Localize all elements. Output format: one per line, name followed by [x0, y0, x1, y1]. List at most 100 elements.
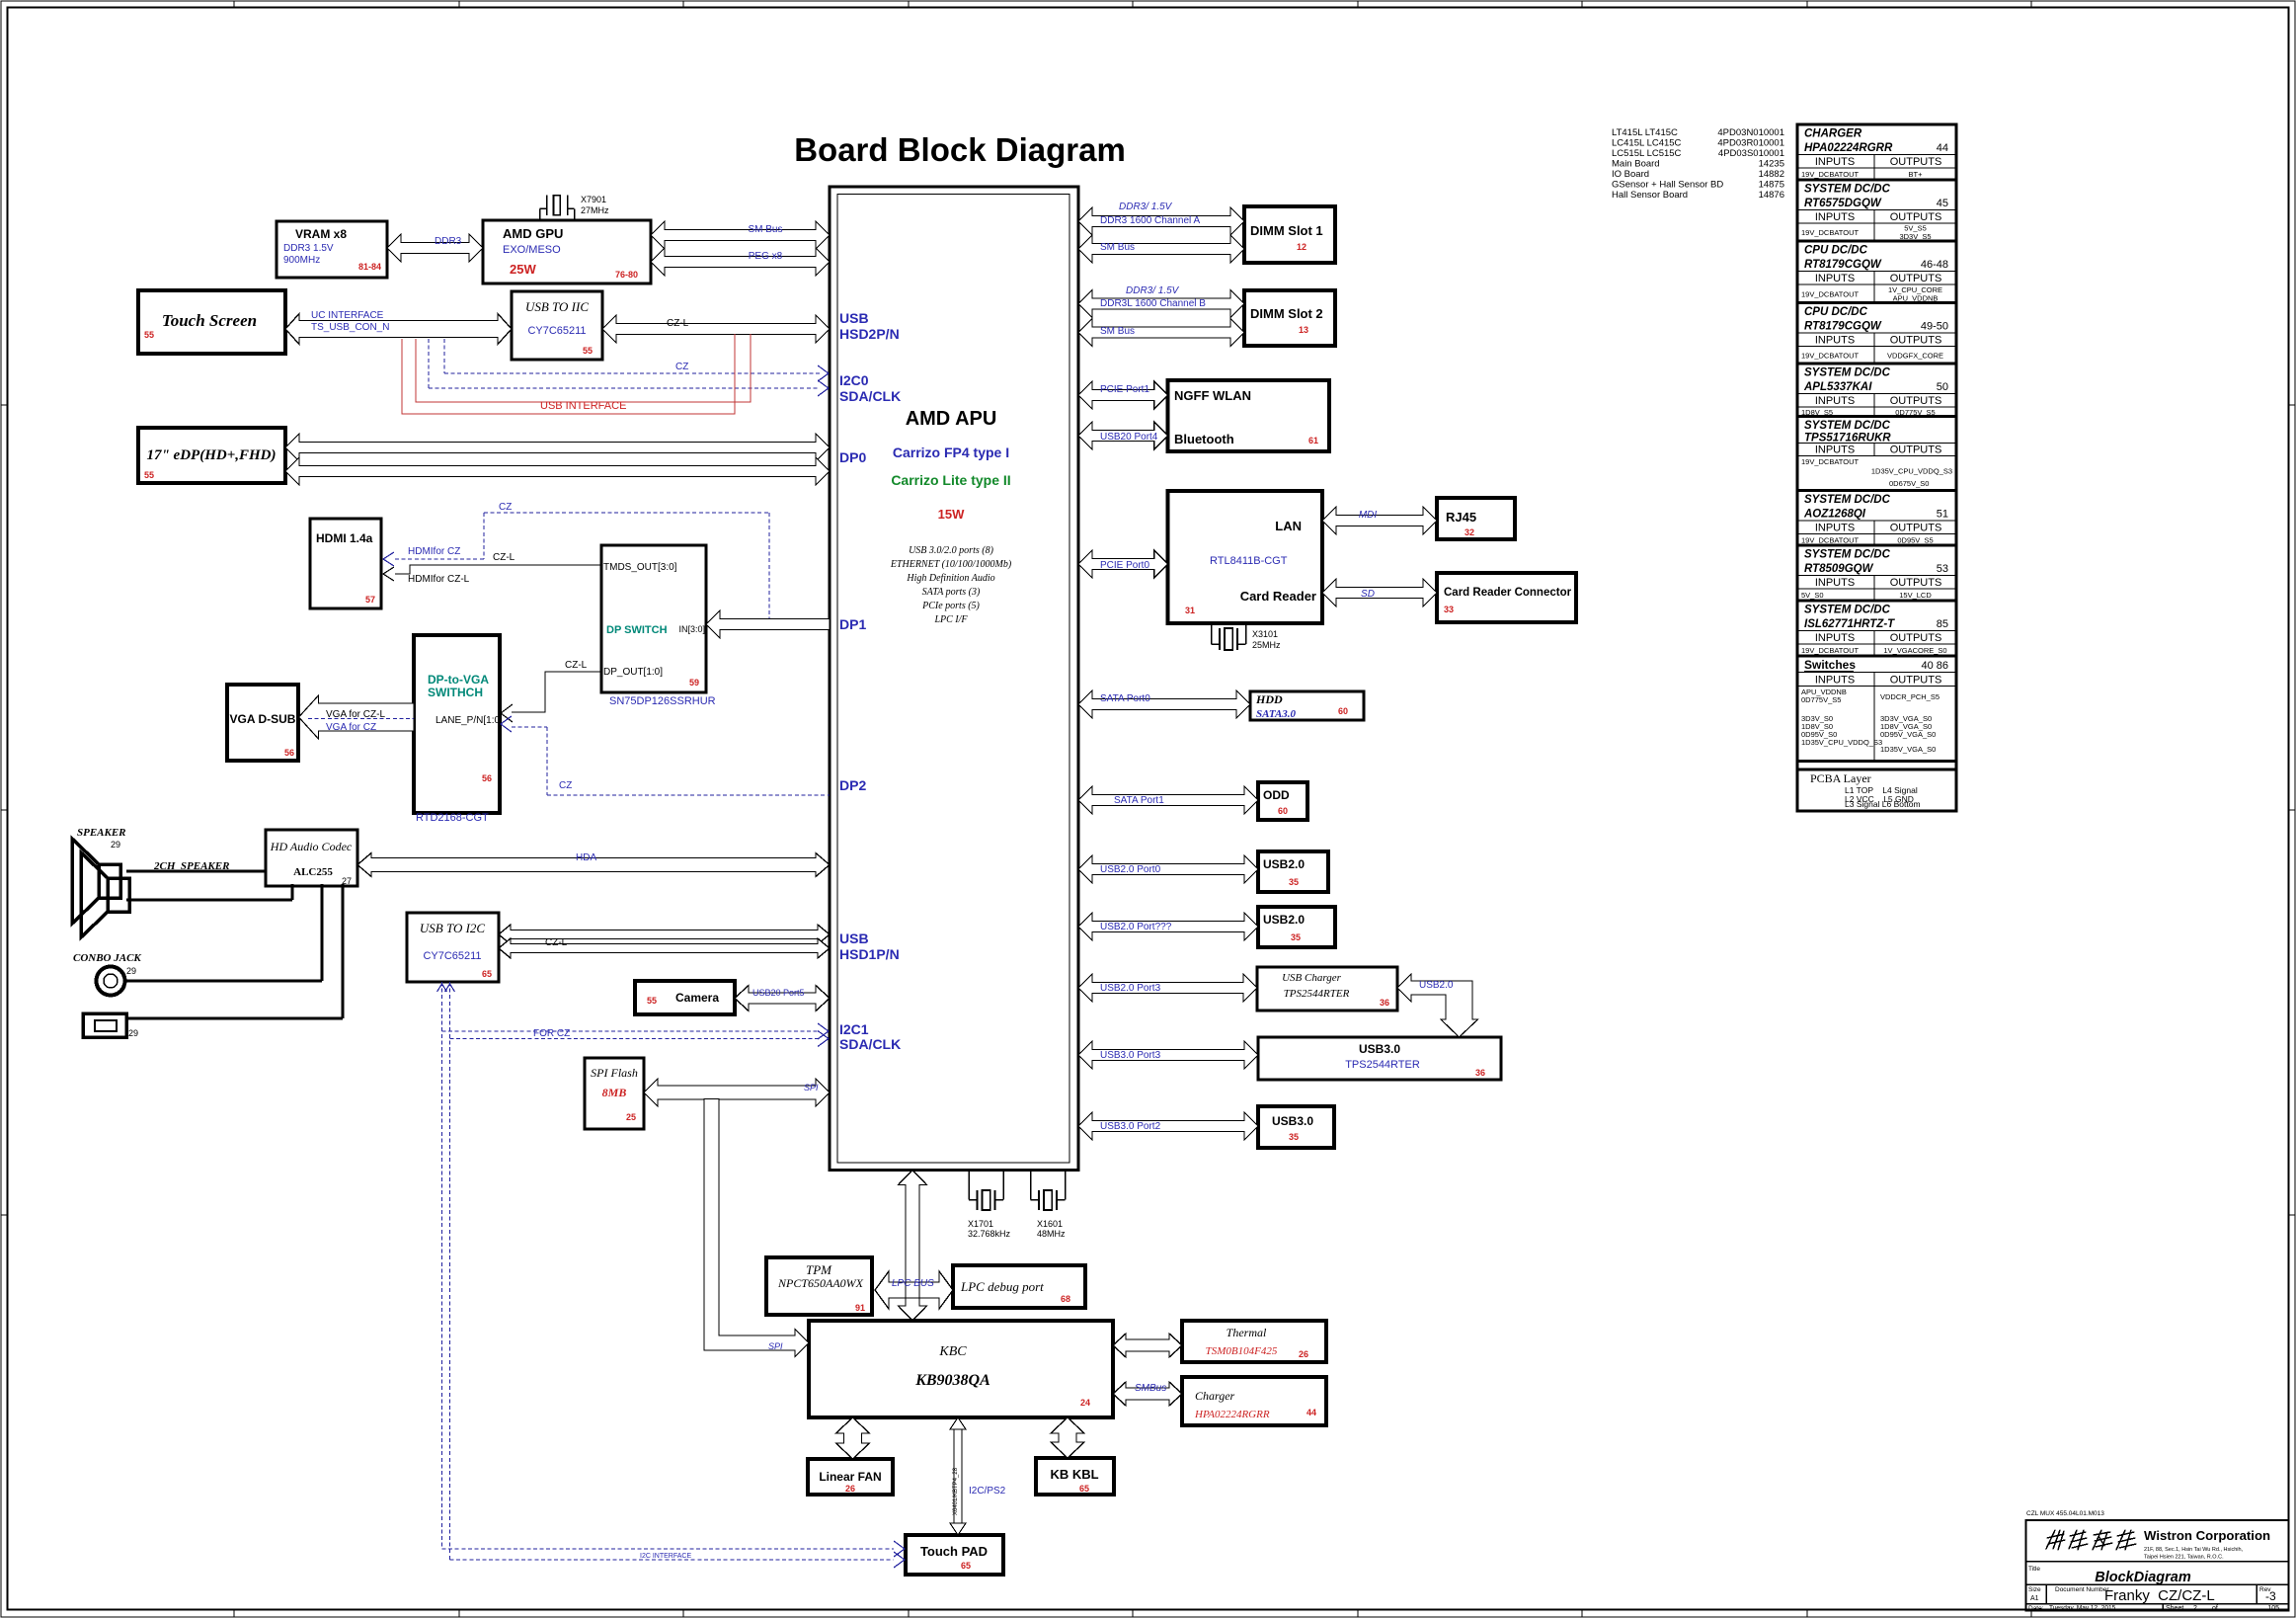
svg-text:USB3.0 Port2: USB3.0 Port2 — [1100, 1121, 1161, 1132]
svg-text:29: 29 — [128, 1028, 138, 1038]
svg-text:LT415L LT415C: LT415L LT415C — [1612, 127, 1678, 138]
svg-text:MDI: MDI — [1359, 510, 1378, 521]
svg-text:SYSTEM DC/DC: SYSTEM DC/DC — [1804, 549, 1891, 561]
svg-text:USB2.0: USB2.0 — [1419, 980, 1454, 991]
svg-text:0D775V_S5: 0D775V_S5 — [1801, 695, 1841, 704]
svg-text:SPI: SPI — [804, 1083, 819, 1092]
svg-text:Title: Title — [2028, 1566, 2040, 1573]
svg-text:USB20 Port5: USB20 Port5 — [752, 988, 805, 998]
svg-text:BlockDiagram: BlockDiagram — [2095, 1570, 2191, 1585]
svg-text:3D3V_S5: 3D3V_S5 — [1899, 232, 1931, 241]
svg-text:TMDS_OUT[3:0]: TMDS_OUT[3:0] — [603, 562, 677, 573]
svg-text:TPS51716RUKR: TPS51716RUKR — [1804, 433, 1891, 445]
svg-text:25MHz: 25MHz — [1252, 640, 1281, 650]
svg-text:4PD03R010001: 4PD03R010001 — [1717, 138, 1784, 149]
svg-text:SYSTEM DC/DC: SYSTEM DC/DC — [1804, 605, 1891, 616]
svg-text:55: 55 — [583, 346, 593, 356]
svg-text:TS_USB_CON_N: TS_USB_CON_N — [311, 322, 389, 333]
svg-text:HDMIfor CZ-L: HDMIfor CZ-L — [408, 574, 470, 585]
svg-text:INPUTS: INPUTS — [1815, 445, 1855, 456]
svg-text:HDMIfor CZ: HDMIfor CZ — [408, 546, 460, 557]
svg-text:USB 3.0/2.0 ports (8): USB 3.0/2.0 ports (8) — [909, 545, 994, 556]
svg-text:USB3.0 Port3: USB3.0 Port3 — [1100, 1050, 1161, 1061]
svg-text:Touch PAD: Touch PAD — [920, 1544, 988, 1559]
svg-text:50: 50 — [1937, 381, 1948, 393]
svg-text:SYSTEM DC/DC: SYSTEM DC/DC — [1804, 367, 1891, 379]
svg-text:Touch Screen: Touch Screen — [162, 311, 257, 330]
svg-text:1D35V_CPU_VDDQ_S3: 1D35V_CPU_VDDQ_S3 — [1871, 467, 1952, 476]
svg-text:RTL8411B-CGT: RTL8411B-CGT — [1210, 555, 1288, 567]
svg-text:1V_CPU_CORE: 1V_CPU_CORE — [1888, 285, 1942, 294]
svg-text:LANE_P/N[1:0]: LANE_P/N[1:0] — [435, 715, 503, 726]
svg-text:USB2.0: USB2.0 — [1263, 913, 1305, 927]
svg-text:L3 Signal L6 Bottom: L3 Signal L6 Bottom — [1845, 799, 1921, 809]
svg-text:PCIe ports (5): PCIe ports (5) — [921, 601, 980, 611]
svg-text:DIMM Slot 2: DIMM Slot 2 — [1250, 306, 1323, 321]
svg-text:USB TO IIC: USB TO IIC — [525, 299, 589, 314]
svg-text:VDDGFX_CORE: VDDGFX_CORE — [1887, 351, 1943, 360]
svg-text:USB Charger: USB Charger — [1282, 972, 1342, 984]
svg-text:CHARGER: CHARGER — [1804, 128, 1862, 140]
svg-text:3D3V_VGA_S0: 3D3V_VGA_S0 — [1880, 714, 1932, 723]
svg-text:SYSTEM DC/DC: SYSTEM DC/DC — [1804, 494, 1891, 506]
svg-text:19V_DCBATOUT: 19V_DCBATOUT — [1801, 170, 1859, 179]
svg-text:GSensor + Hall Sensor BD: GSensor + Hall Sensor BD — [1612, 180, 1723, 191]
svg-text:5V_S0: 5V_S0 — [1801, 591, 1824, 600]
svg-text:81-84: 81-84 — [358, 262, 381, 272]
svg-text:INPUTS: INPUTS — [1815, 675, 1855, 687]
svg-text:AMD APU: AMD APU — [906, 408, 997, 430]
svg-text:EXO/MESO: EXO/MESO — [503, 244, 561, 256]
svg-text:X6401/KBTP4_28: X6401/KBTP4_28 — [953, 1467, 959, 1515]
svg-text:Charger: Charger — [1195, 1389, 1235, 1403]
svg-text:27: 27 — [342, 876, 352, 886]
svg-text:1D35V_CPU_VDDQ_S3: 1D35V_CPU_VDDQ_S3 — [1801, 738, 1882, 747]
svg-text:35: 35 — [1289, 877, 1299, 887]
svg-text:Franky CZ/CZ-L: Franky CZ/CZ-L — [2104, 1587, 2215, 1604]
svg-text:APL5337KAI: APL5337KAI — [1803, 381, 1872, 393]
svg-text:32.768kHz: 32.768kHz — [968, 1229, 1011, 1239]
svg-text:Card Reader: Card Reader — [1240, 589, 1316, 604]
svg-text:VGA for CZ: VGA for CZ — [326, 722, 376, 733]
svg-text:INPUTS: INPUTS — [1815, 156, 1855, 168]
svg-text:Rev: Rev — [2259, 1586, 2271, 1593]
svg-text:APU_VDDNB: APU_VDDNB — [1801, 688, 1847, 696]
svg-text:RT8179CGQW: RT8179CGQW — [1804, 259, 1882, 271]
svg-text:DDR3/ 1.5V: DDR3/ 1.5V — [1126, 285, 1180, 296]
svg-text:57: 57 — [365, 595, 375, 605]
svg-text:3D3V_S0: 3D3V_S0 — [1801, 714, 1833, 723]
svg-text:SATA Port0: SATA Port0 — [1100, 693, 1150, 704]
svg-text:44: 44 — [1306, 1408, 1316, 1417]
svg-text:ODD: ODD — [1263, 788, 1290, 802]
svg-text:OUTPUTS: OUTPUTS — [1890, 675, 1942, 687]
svg-text:HPA02224RGRR: HPA02224RGRR — [1804, 142, 1893, 154]
svg-text:19V_DCBATOUT: 19V_DCBATOUT — [1801, 646, 1859, 655]
svg-text:CZ-L: CZ-L — [565, 660, 588, 671]
svg-text:0D95V_VGA_S0: 0D95V_VGA_S0 — [1880, 730, 1936, 739]
svg-text:1V_VGACORE_S0: 1V_VGACORE_S0 — [1883, 646, 1946, 655]
svg-text:SYSTEM DC/DC: SYSTEM DC/DC — [1804, 184, 1891, 196]
svg-text:SM Bus: SM Bus — [748, 224, 782, 235]
svg-text:DP-to-VGA: DP-to-VGA — [428, 673, 489, 687]
svg-text:LAN: LAN — [1275, 519, 1302, 533]
svg-text:X1601: X1601 — [1037, 1219, 1063, 1229]
svg-text:LPC debug port: LPC debug port — [960, 1279, 1044, 1294]
svg-text:36: 36 — [1475, 1068, 1485, 1078]
svg-text:Wistron Corporation: Wistron Corporation — [2144, 1528, 2270, 1543]
svg-text:OUTPUTS: OUTPUTS — [1890, 632, 1942, 644]
svg-text:I2C1: I2C1 — [839, 1021, 869, 1037]
svg-text:DDR3: DDR3 — [435, 236, 462, 247]
svg-text:19V_DCBATOUT: 19V_DCBATOUT — [1801, 289, 1859, 298]
svg-text:OUTPUTS: OUTPUTS — [1890, 156, 1942, 168]
svg-text:5V_S5: 5V_S5 — [1904, 224, 1927, 233]
svg-text:AOZ1268QI: AOZ1268QI — [1803, 509, 1866, 521]
svg-text:19V_DCBATOUT: 19V_DCBATOUT — [1801, 457, 1859, 466]
svg-text:15V_LCD: 15V_LCD — [1899, 591, 1932, 600]
svg-text:USB INTERFACE: USB INTERFACE — [540, 400, 626, 412]
svg-text:35: 35 — [1289, 1132, 1299, 1142]
svg-text:1D8V_VGA_S0: 1D8V_VGA_S0 — [1880, 722, 1932, 731]
svg-text:HPA02224RGRR: HPA02224RGRR — [1194, 1409, 1270, 1420]
svg-text:DP1: DP1 — [839, 616, 866, 632]
svg-text:CONBO JACK: CONBO JACK — [73, 952, 141, 964]
svg-text:SDA/CLK: SDA/CLK — [839, 388, 901, 404]
svg-text:DDR3/ 1.5V: DDR3/ 1.5V — [1119, 202, 1173, 212]
